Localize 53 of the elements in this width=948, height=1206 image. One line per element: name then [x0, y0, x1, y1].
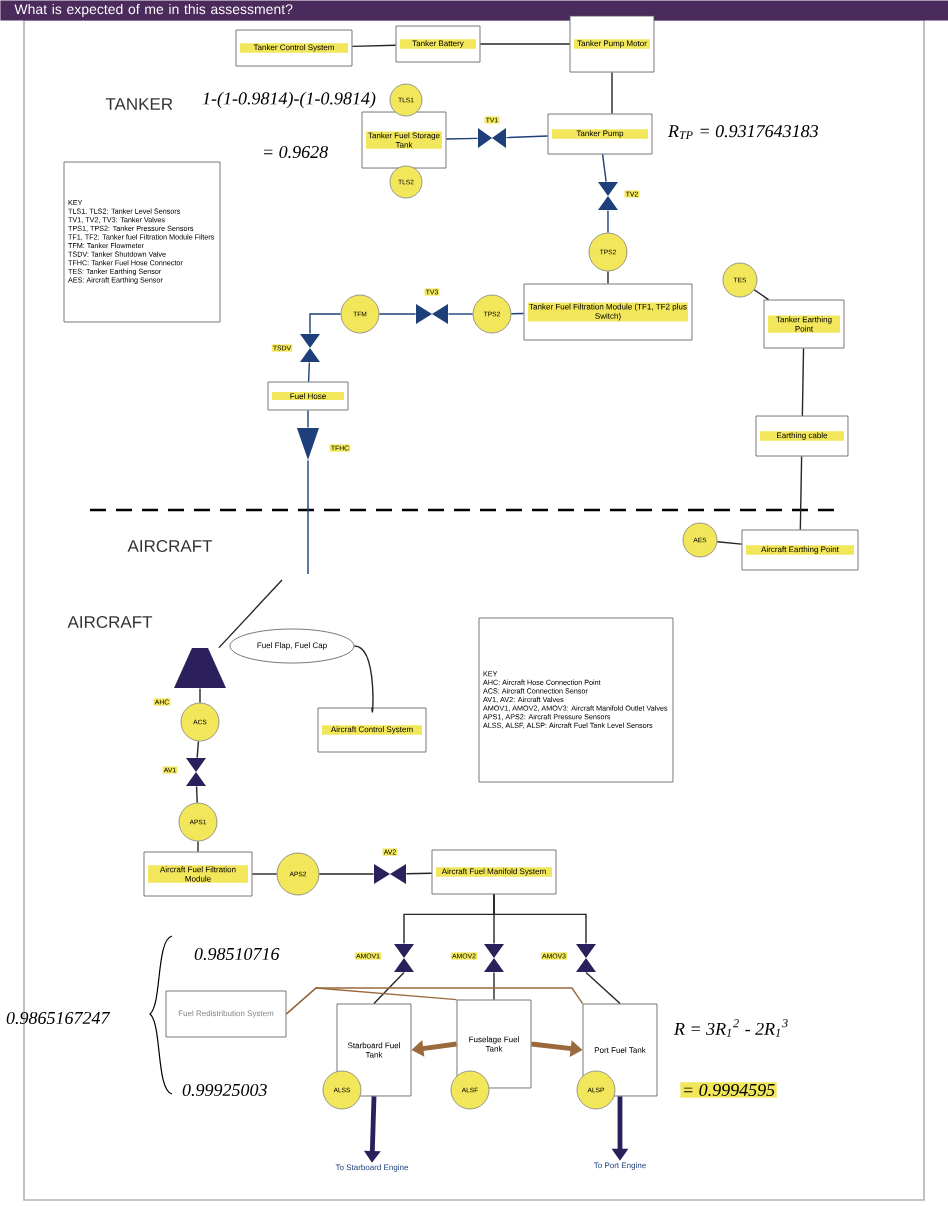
handwritten-note: 0.9865167247: [6, 1011, 111, 1025]
valve-symbol: [478, 128, 506, 148]
valve-symbol: [484, 944, 504, 972]
connector-line: [405, 872, 433, 875]
section-heading: TANKER: [105, 98, 173, 110]
handwritten-note: = 0.9994595: [680, 1082, 777, 1098]
connector-line: [799, 455, 803, 531]
handwritten-note: 0.99925003: [182, 1083, 267, 1097]
connector-line: [353, 645, 374, 713]
connector-line: [378, 313, 417, 315]
connector-line: [318, 873, 375, 875]
connector-line: [493, 893, 587, 945]
connector-line: [307, 459, 309, 575]
connector-line: [197, 840, 199, 853]
valve-symbol: [598, 182, 618, 210]
hose-connection-symbol: [174, 648, 226, 688]
valve-symbol: [416, 304, 448, 324]
connector-symbol: [297, 428, 319, 460]
connector-line: [753, 289, 770, 301]
connector-line: [309, 313, 342, 335]
connector-line: [447, 313, 474, 315]
connector-line: [199, 687, 201, 704]
connector-line: [505, 135, 549, 139]
section-heading: AIRCRAFT: [127, 540, 213, 552]
connector-line: [351, 44, 397, 48]
connector-line: [251, 873, 278, 875]
handwritten-note: 0.98510716: [194, 947, 280, 961]
connector-line: [607, 270, 609, 285]
connector-line: [196, 740, 200, 759]
connector-line: [307, 409, 309, 429]
connector-line: [307, 361, 311, 383]
valve-symbol: [374, 864, 406, 884]
connector-line: [218, 579, 283, 649]
handwritten-note: = 0.9628: [264, 145, 328, 159]
connector-line: [601, 153, 607, 183]
connector-line: [445, 137, 479, 140]
valve-symbol: [576, 944, 596, 972]
connector-line: [716, 541, 743, 545]
connector-line: [611, 71, 613, 115]
connector-line: [373, 971, 405, 1005]
connector-line: [493, 971, 495, 1001]
valve-symbol: [394, 944, 414, 972]
connector-line: [510, 312, 525, 315]
valve-symbol: [186, 758, 206, 786]
connector-line: [585, 971, 621, 1005]
connector-line: [479, 43, 571, 45]
connector-line: [285, 987, 584, 1015]
handwritten-note: 1-(1-0.9814)-(1-0.9814): [202, 91, 376, 109]
connector-line: [801, 347, 805, 417]
valve-symbol: [300, 334, 320, 362]
connector-line: [195, 785, 198, 804]
connector-line: [607, 209, 609, 234]
section-heading: AIRCRAFT: [67, 616, 153, 628]
